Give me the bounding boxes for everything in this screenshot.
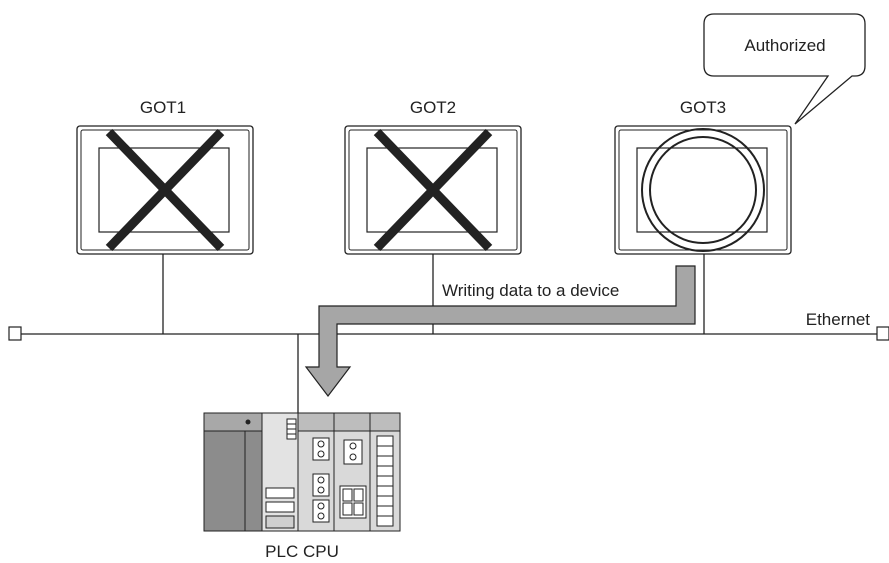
left-terminator: [8, 326, 22, 341]
got1-label: GOT1: [140, 98, 186, 117]
authorized-circle-icon: [641, 128, 765, 252]
got2-label: GOT2: [410, 98, 456, 117]
flow-label: Writing data to a device: [442, 281, 619, 300]
right-terminator: [876, 326, 889, 341]
denied-x-icon: [105, 128, 225, 252]
callout-text: Authorized: [744, 36, 825, 55]
got3-label: GOT3: [680, 98, 726, 117]
got2-terminal: [344, 125, 522, 255]
got1-terminal: [76, 125, 254, 255]
plc-cpu-unit: [203, 412, 401, 532]
got3-terminal: [614, 125, 792, 255]
data-flow-arrow: [304, 265, 696, 397]
flow-label-bg: [437, 276, 669, 302]
callout-bubble: [703, 13, 866, 125]
ethernet-label: Ethernet: [806, 310, 871, 329]
plc-label: PLC CPU: [265, 542, 339, 561]
denied-x-icon: [373, 128, 493, 252]
